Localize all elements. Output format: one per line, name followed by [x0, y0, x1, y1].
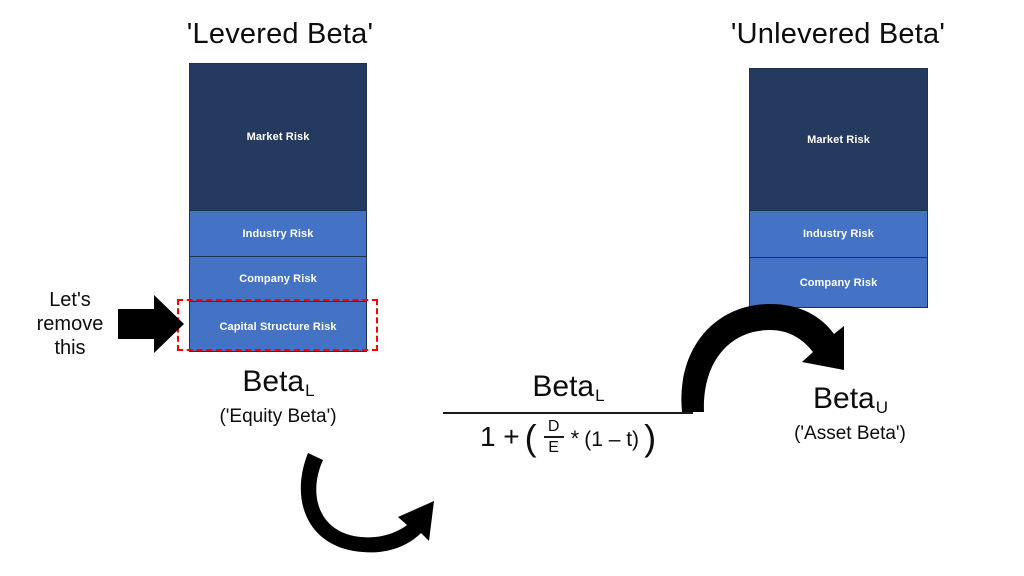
- curved-arrow-down-right-icon: [681, 304, 844, 412]
- beta-levered-text: Beta: [242, 365, 305, 398]
- levered-beta-title: 'Levered Beta': [186, 18, 374, 50]
- unlevering-formula: BetaL 1 + ( D E * (1 – t) ): [443, 368, 693, 456]
- beta-levered-subscript: L: [305, 381, 315, 400]
- formula-denominator: 1 + ( D E * (1 – t) ): [443, 418, 693, 456]
- formula-tax-term: (1 – t): [584, 427, 640, 451]
- right-block-arrow-icon: [118, 295, 184, 353]
- risk-block-label: Industry Risk: [242, 227, 314, 240]
- risk-block-label: Company Risk: [799, 276, 878, 289]
- unlevered-risk-stack: Market Risk Industry Risk Company Risk: [749, 68, 928, 308]
- formula-numerator-text: Beta: [532, 370, 595, 403]
- beta-unlevered-main: BetaU: [760, 382, 940, 420]
- remove-caption: Let's remove this: [18, 288, 122, 360]
- risk-block-company-levered: Company Risk: [190, 257, 366, 302]
- risk-block-market-levered: Market Risk: [190, 64, 366, 211]
- risk-block-label: Market Risk: [246, 131, 310, 143]
- risk-block-label: Industry Risk: [803, 228, 874, 240]
- remove-caption-line-3: this: [54, 337, 86, 359]
- equity-symbol: E: [548, 438, 559, 456]
- de-fraction-rule: [543, 436, 564, 438]
- remove-caption-line-2: remove: [36, 313, 104, 335]
- formula-numerator-subscript: L: [595, 386, 605, 405]
- risk-block-label: Company Risk: [239, 273, 317, 285]
- unlevered-beta-title: 'Unlevered Beta': [730, 18, 946, 50]
- risk-block-industry-unlevered: Industry Risk: [750, 211, 927, 258]
- beta-unlevered-label: BetaU ('Asset Beta'): [760, 382, 940, 447]
- curved-arrow-right-icon: [300, 453, 434, 553]
- risk-block-market-unlevered: Market Risk: [750, 69, 927, 211]
- beta-unlevered-subscript: U: [875, 398, 888, 417]
- capital-structure-highlight-box: [177, 299, 378, 351]
- debt-symbol: D: [547, 418, 560, 435]
- risk-block-capital-structure-levered: Capital Structure Risk: [190, 302, 366, 351]
- formula-operator: *: [570, 425, 580, 451]
- risk-block-label: Market Risk: [807, 133, 870, 146]
- formula-numerator: BetaL: [443, 368, 693, 410]
- formula-paren-close: ): [644, 416, 657, 458]
- formula-denominator-lead: 1 +: [479, 420, 520, 452]
- risk-block-company-unlevered: Company Risk: [750, 258, 927, 307]
- debt-to-equity-fraction: D E: [543, 418, 564, 456]
- risk-block-label: Capital Structure Risk: [219, 320, 337, 333]
- remove-caption-line-1: Let's: [49, 289, 91, 311]
- levered-risk-stack: Market Risk Industry Risk Company Risk C…: [189, 63, 367, 352]
- risk-block-industry-levered: Industry Risk: [190, 211, 366, 257]
- beta-unlevered-alias: ('Asset Beta'): [794, 423, 906, 444]
- beta-unlevered-text: Beta: [813, 382, 875, 415]
- formula-paren-open: (: [524, 416, 537, 458]
- beta-levered-alias: ('Equity Beta'): [219, 406, 337, 427]
- formula-fraction-rule: [443, 412, 693, 414]
- beta-levered-main: BetaL: [188, 365, 368, 403]
- beta-levered-label: BetaL ('Equity Beta'): [188, 365, 368, 430]
